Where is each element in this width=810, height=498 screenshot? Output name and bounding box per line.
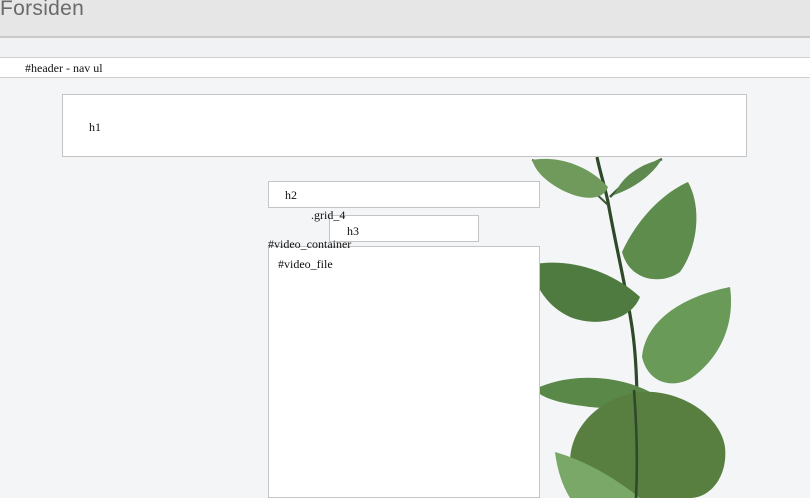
header-nav: #header - nav ul — [0, 57, 810, 78]
eucalyptus-plant-image — [530, 157, 732, 498]
top-bar: Forsiden — [0, 0, 810, 38]
h3-label: h3 — [347, 224, 359, 238]
h3-placeholder: h3 — [329, 215, 479, 242]
video-file-label: #video_file — [278, 257, 333, 271]
h1-placeholder: h1 — [62, 94, 747, 157]
sub-bar — [0, 38, 810, 57]
h2-label: h2 — [285, 188, 297, 202]
video-container-label: #video_container — [268, 237, 352, 251]
h1-label: h1 — [89, 120, 101, 134]
grid-4-label: .grid_4 — [311, 208, 346, 222]
video-file-placeholder: #video_file — [268, 246, 540, 498]
h2-placeholder: h2 — [268, 181, 540, 208]
header-nav-label: #header - nav ul — [25, 61, 103, 75]
page-title: Forsiden — [0, 0, 85, 20]
